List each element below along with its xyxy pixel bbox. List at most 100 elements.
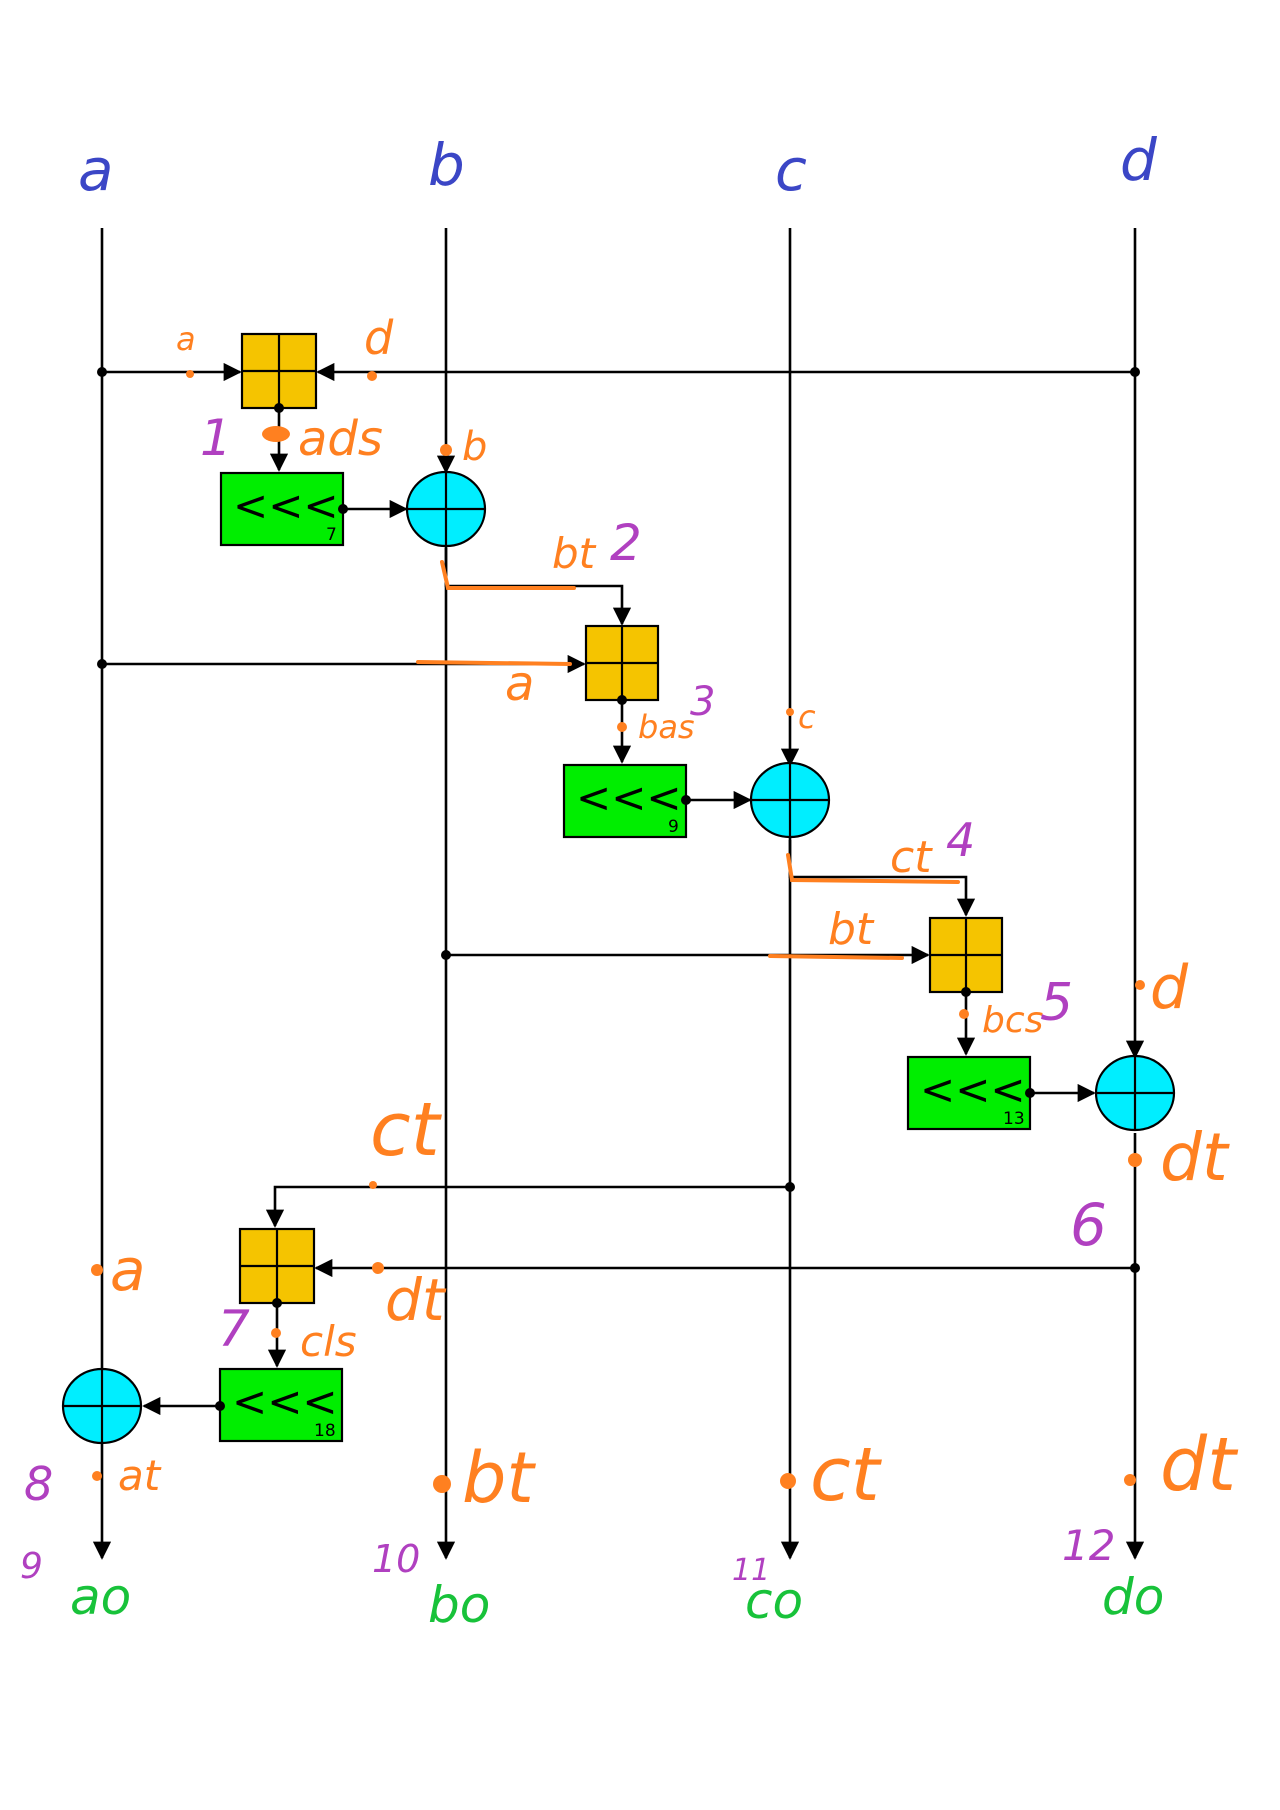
adder-box-1 bbox=[240, 332, 318, 410]
svg-text:18: 18 bbox=[314, 1421, 336, 1441]
junction-dot bbox=[441, 950, 451, 960]
annotation-dot bbox=[372, 1262, 384, 1274]
input-label-a: a bbox=[78, 136, 114, 204]
annotation-dot bbox=[1128, 1153, 1142, 1167]
output-label-do: do bbox=[1102, 1568, 1164, 1626]
output-label-bo: bo bbox=[428, 1576, 490, 1634]
junction-dot bbox=[272, 1298, 282, 1308]
annotation-a: a bbox=[110, 1236, 146, 1304]
junction-dot bbox=[681, 795, 691, 805]
step-number: 7 bbox=[218, 1300, 250, 1358]
svg-text:<<<: <<< bbox=[233, 481, 339, 530]
annotation-bt: bt bbox=[552, 529, 597, 578]
annotation-bcs: bcs bbox=[982, 1000, 1043, 1041]
annotation-d: d bbox=[1150, 953, 1189, 1023]
annotation-dt: dt bbox=[1160, 1422, 1239, 1508]
svg-text:9: 9 bbox=[668, 817, 679, 837]
annotation-dot bbox=[91, 1264, 103, 1276]
input-label-c: c bbox=[775, 136, 807, 204]
annotation-at: at bbox=[118, 1451, 162, 1500]
junction-dot bbox=[785, 1182, 795, 1192]
annotation-cls: cls bbox=[300, 1317, 357, 1366]
annotation-dot bbox=[369, 1181, 377, 1189]
svg-text:7: 7 bbox=[326, 525, 337, 545]
junction-dot bbox=[1130, 1263, 1140, 1273]
junction-dot bbox=[617, 695, 627, 705]
step-number: 11 bbox=[732, 1553, 770, 1588]
junction-dot bbox=[961, 987, 971, 997]
annotation-dot bbox=[433, 1475, 451, 1493]
rotate-box-4: <<< 18 bbox=[218, 1367, 344, 1443]
annotation-bas: bas bbox=[638, 708, 695, 746]
annotation-ct: ct bbox=[370, 1087, 443, 1173]
adder-box-4 bbox=[238, 1227, 316, 1305]
step-number: 4 bbox=[946, 813, 975, 867]
junction-dot bbox=[1025, 1088, 1035, 1098]
step-number: 10 bbox=[372, 1537, 420, 1581]
wire-bt-to-add2 bbox=[444, 546, 632, 626]
junction-dot bbox=[215, 1401, 225, 1411]
annotation-b: b bbox=[462, 424, 487, 470]
annotation-ct: ct bbox=[810, 1432, 883, 1518]
step-number: 5 bbox=[1040, 973, 1073, 1033]
annotation-dot bbox=[262, 426, 290, 442]
highlight-stroke bbox=[768, 954, 904, 960]
junction-dot bbox=[97, 659, 107, 669]
step-number: 9 bbox=[20, 1546, 43, 1587]
annotation-dot bbox=[186, 370, 194, 378]
rotate-box-3: <<< 13 bbox=[906, 1055, 1032, 1131]
xor-node-1 bbox=[405, 470, 487, 548]
svg-text:<<<: <<< bbox=[232, 1377, 338, 1426]
adder-box-2 bbox=[584, 624, 660, 702]
annotation-dt: dt bbox=[385, 1266, 447, 1334]
step-number: 12 bbox=[1062, 1521, 1115, 1570]
step-number: 1 bbox=[200, 409, 232, 467]
highlight-stroke bbox=[416, 660, 572, 666]
annotation-dot bbox=[367, 371, 377, 381]
annotation-a: a bbox=[505, 656, 534, 712]
output-label-co: co bbox=[745, 1572, 803, 1630]
junction-dot bbox=[1130, 367, 1140, 377]
annotation-d: d bbox=[364, 311, 394, 365]
rotate-box-2: <<< 9 bbox=[562, 763, 688, 839]
junction-dot bbox=[97, 367, 107, 377]
annotation-dot bbox=[1124, 1474, 1136, 1486]
rotate-box-1: <<< 7 bbox=[219, 471, 345, 547]
annotation-dt: dt bbox=[1160, 1119, 1230, 1196]
highlight-stroke bbox=[786, 853, 960, 884]
xor-node-4 bbox=[61, 1367, 143, 1445]
annotation-bt: bt bbox=[828, 904, 875, 955]
xor-node-3 bbox=[1094, 1054, 1176, 1132]
annotation-dot bbox=[92, 1471, 102, 1481]
annotation-dot bbox=[617, 722, 627, 732]
wire-ct-to-add4 bbox=[265, 1185, 790, 1228]
output-label-ao: ao bbox=[70, 1568, 131, 1626]
svg-text:13: 13 bbox=[1003, 1109, 1025, 1129]
xor-node-2 bbox=[749, 761, 831, 839]
annotation-ads: ads bbox=[298, 411, 383, 467]
input-label-d: d bbox=[1120, 126, 1158, 194]
annotation-bt: bt bbox=[462, 1437, 536, 1519]
adder-box-3 bbox=[928, 916, 1004, 994]
step-number: 6 bbox=[1070, 1191, 1107, 1259]
svg-text:<<<: <<< bbox=[920, 1065, 1026, 1114]
junction-dot bbox=[338, 504, 348, 514]
junction-dot bbox=[274, 403, 284, 413]
wire-ct-to-add3 bbox=[788, 837, 976, 917]
step-number: 8 bbox=[24, 1457, 53, 1511]
annotation-dot bbox=[959, 1009, 969, 1019]
input-label-b: b bbox=[428, 131, 465, 199]
annotation-dot bbox=[440, 444, 452, 456]
svg-text:<<<: <<< bbox=[576, 773, 682, 822]
annotation-c: c bbox=[798, 698, 816, 736]
step-number: 2 bbox=[610, 514, 642, 572]
annotation-dot bbox=[786, 708, 794, 716]
annotation-dot bbox=[780, 1473, 796, 1489]
highlight-stroke bbox=[440, 560, 576, 590]
annotation-a: a bbox=[176, 320, 196, 358]
annotation-ct: ct bbox=[890, 832, 933, 883]
annotation-dot bbox=[1135, 980, 1145, 990]
step-number: 3 bbox=[690, 679, 715, 725]
annotation-dot bbox=[271, 1328, 281, 1338]
